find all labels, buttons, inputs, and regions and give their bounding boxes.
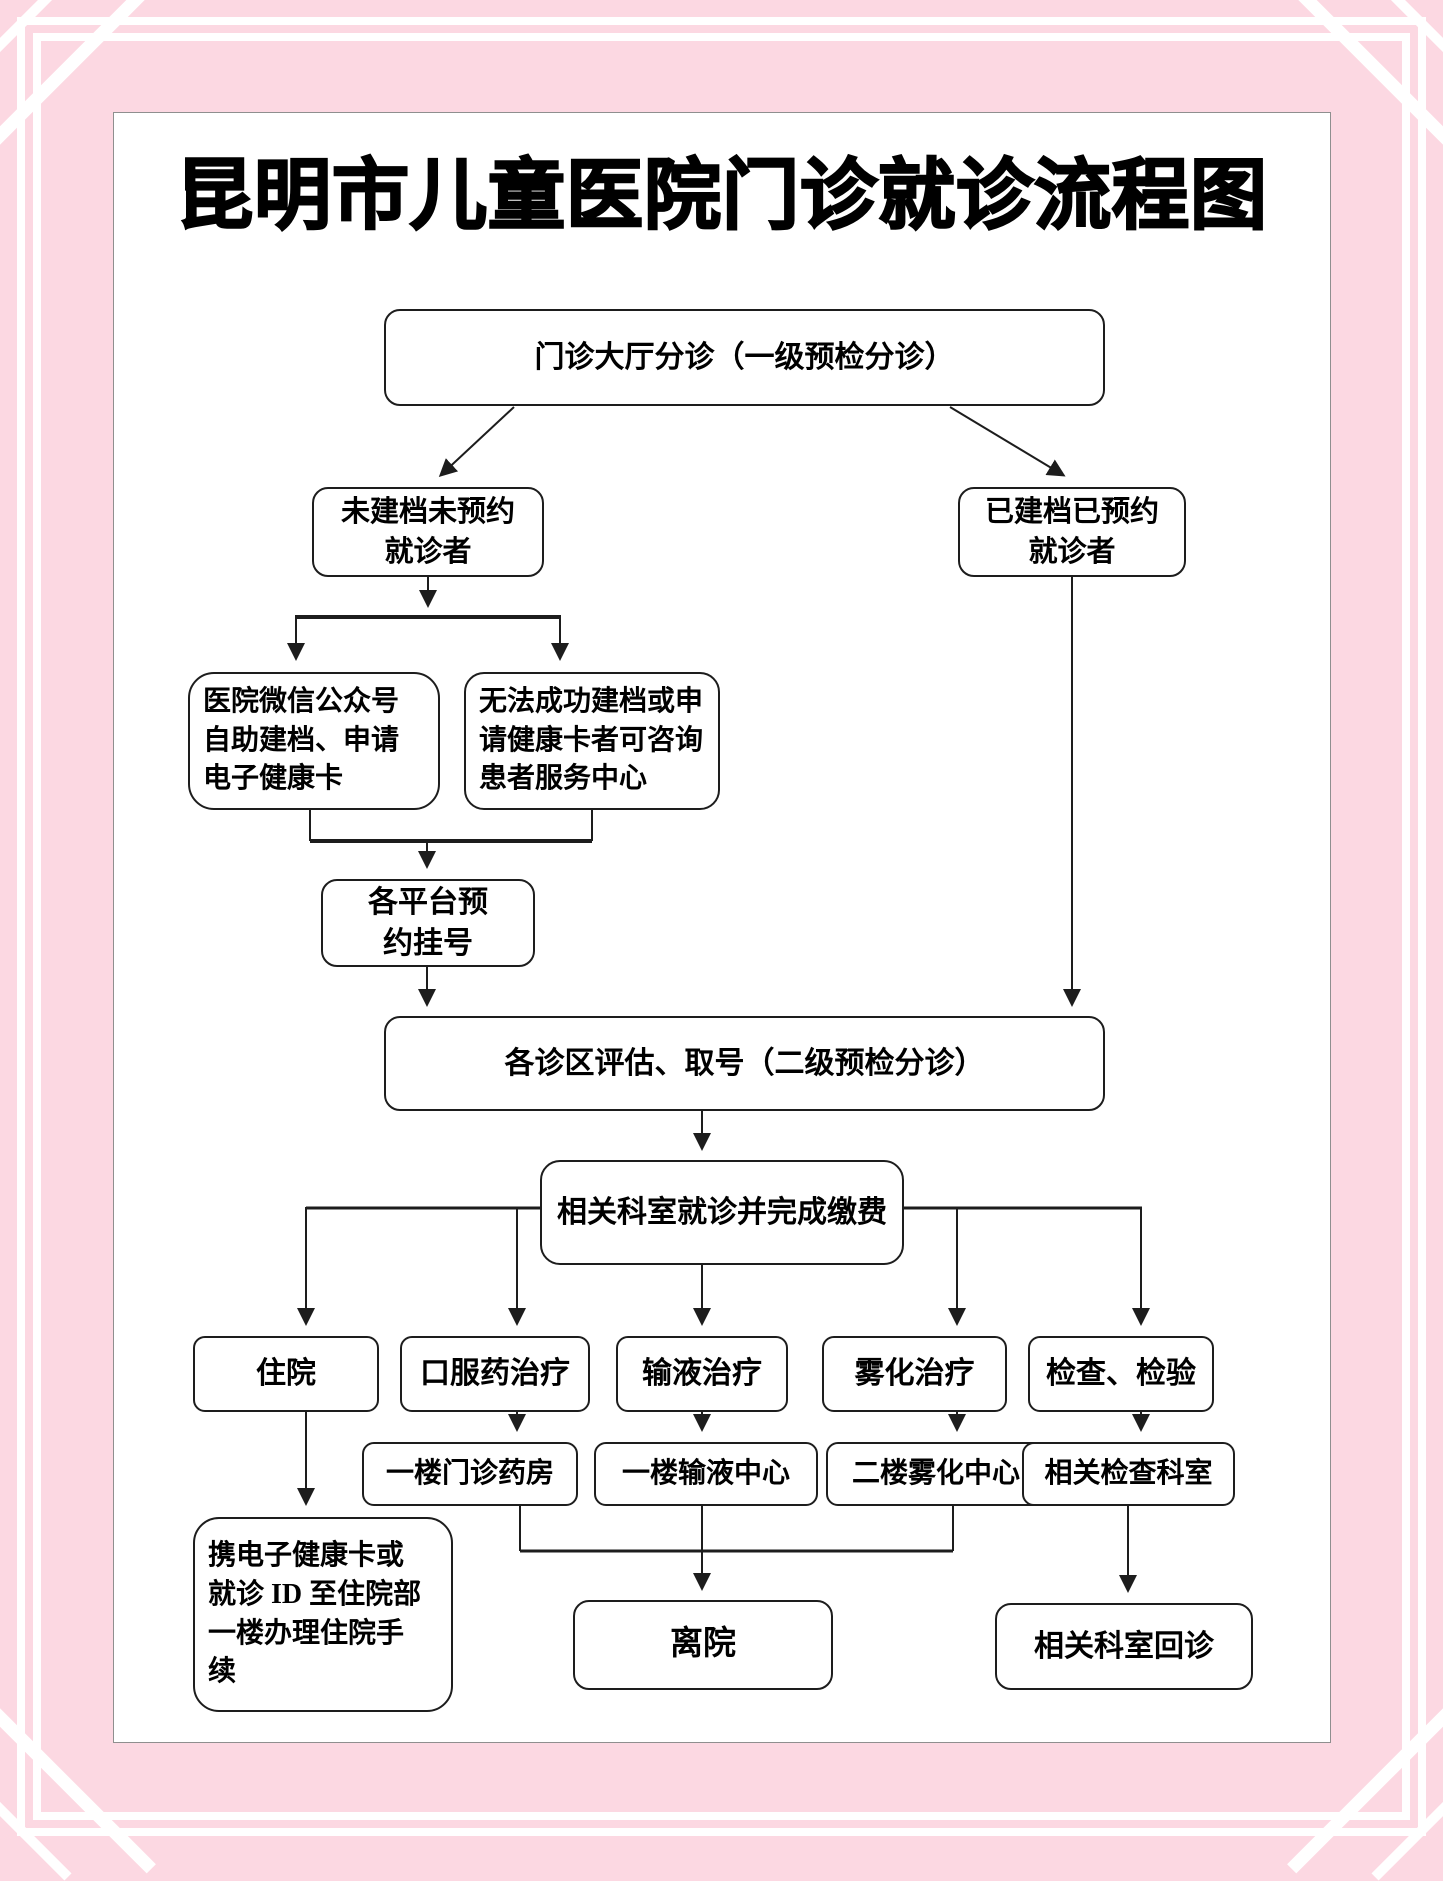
node-pharmacy-1f-label: 一楼门诊药房 — [385, 1457, 554, 1489]
node-hospitalize: 住院 — [193, 1336, 379, 1412]
node-infusion: 输液治疗 — [616, 1336, 788, 1412]
node-nebulization-center-2f: 二楼雾化中心 — [826, 1442, 1046, 1506]
node-platform-booking: 各平台预 约挂号 — [321, 879, 535, 967]
node-return-visit-label: 相关科室回诊 — [1034, 1629, 1214, 1663]
node-hall-triage-label: 门诊大厅分诊（一级预检分诊） — [534, 340, 955, 374]
node-pharmacy-1f: 一楼门诊药房 — [362, 1442, 578, 1506]
node-registered-patient-label: 已建档已预约 就诊者 — [984, 495, 1159, 568]
node-oral-medication-label: 口服药治疗 — [420, 1357, 570, 1391]
node-dept-visit-payment-label: 相关科室就诊并完成缴费 — [557, 1195, 887, 1229]
node-return-visit: 相关科室回诊 — [995, 1603, 1253, 1690]
node-discharge: 离院 — [573, 1600, 833, 1690]
node-exam-dept: 相关检查科室 — [1022, 1442, 1235, 1506]
node-infusion-center-1f: 一楼输液中心 — [594, 1442, 818, 1506]
node-dept-visit-payment: 相关科室就诊并完成缴费 — [540, 1160, 904, 1265]
node-nebulization: 雾化治疗 — [822, 1336, 1007, 1412]
node-exam-test-label: 检查、检验 — [1046, 1357, 1196, 1391]
node-infusion-center-1f-label: 一楼输液中心 — [621, 1457, 790, 1489]
node-unregistered-patient: 未建档未预约 就诊者 — [312, 487, 544, 577]
node-exam-dept-label: 相关检查科室 — [1044, 1457, 1213, 1489]
node-hall-triage: 门诊大厅分诊（一级预检分诊） — [384, 309, 1105, 406]
node-platform-booking-label: 各平台预 约挂号 — [368, 885, 488, 960]
node-area-assessment: 各诊区评估、取号（二级预检分诊） — [384, 1016, 1105, 1111]
node-discharge-label: 离院 — [670, 1626, 736, 1663]
node-hospitalize-label: 住院 — [256, 1357, 316, 1391]
node-wechat-self-register: 医院微信公众号 自助建档、申请 电子健康卡 — [188, 672, 440, 810]
node-exam-test: 检查、检验 — [1028, 1336, 1214, 1412]
node-service-center-help: 无法成功建档或申 请健康卡者可咨询 患者服务中心 — [464, 672, 720, 810]
node-oral-medication: 口服药治疗 — [400, 1336, 590, 1412]
node-admission-procedure: 携电子健康卡或 就诊 ID 至住院部 一楼办理住院手 续 — [193, 1517, 453, 1712]
node-nebulization-center-2f-label: 二楼雾化中心 — [851, 1457, 1020, 1489]
node-wechat-self-register-label: 医院微信公众号 自助建档、申请 电子健康卡 — [203, 686, 400, 795]
node-nebulization-label: 雾化治疗 — [854, 1357, 975, 1391]
node-infusion-label: 输液治疗 — [642, 1357, 762, 1391]
page-title: 昆明市儿童医院门诊就诊流程图 — [175, 151, 1268, 242]
node-unregistered-patient-label: 未建档未预约 就诊者 — [340, 495, 515, 568]
node-admission-procedure-label: 携电子健康卡或 就诊 ID 至住院部 一楼办理住院手 续 — [208, 1540, 422, 1688]
node-service-center-help-label: 无法成功建档或申 请健康卡者可咨询 患者服务中心 — [479, 686, 704, 795]
node-registered-patient: 已建档已预约 就诊者 — [958, 487, 1186, 577]
node-area-assessment-label: 各诊区评估、取号（二级预检分诊） — [504, 1046, 985, 1080]
